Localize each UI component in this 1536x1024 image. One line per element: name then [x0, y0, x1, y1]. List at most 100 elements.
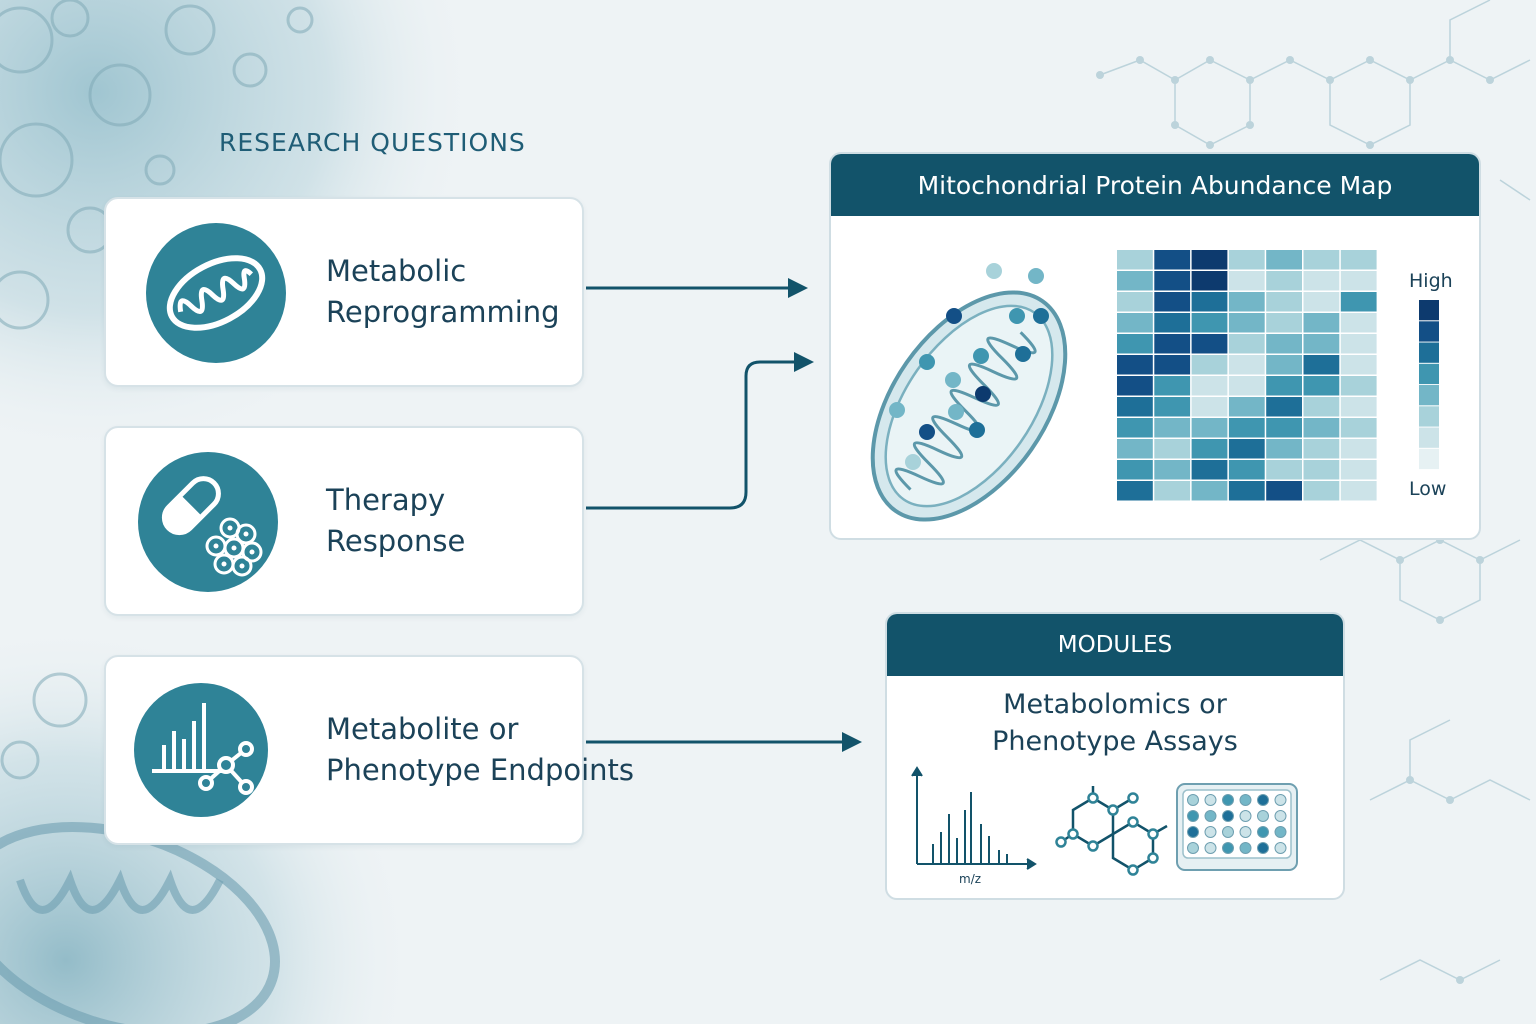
cell-bubbles-decoration — [0, 0, 314, 780]
heatmap-cell — [1191, 439, 1228, 459]
modules-panel: MODULES Metabolomics or Phenotype Assays — [885, 612, 1345, 900]
protein-dot — [948, 404, 964, 420]
well — [1187, 794, 1199, 806]
heatmap-cell — [1340, 292, 1377, 312]
heatmap-cell — [1191, 481, 1228, 501]
protein-dots — [889, 263, 1049, 470]
heatmap-cell — [1340, 355, 1377, 375]
heatmap-cell — [1340, 418, 1377, 438]
heatmap-cell — [1117, 313, 1153, 333]
heatmap-cell — [1228, 397, 1265, 417]
heatmap-cell — [1154, 439, 1191, 459]
heatmap-cell — [1266, 439, 1302, 459]
heatmap-cell — [1340, 271, 1377, 291]
modules-title-line-1: Metabolomics or — [1003, 689, 1227, 720]
heatmap-cell — [1117, 292, 1153, 312]
question-card-therapy-response: Therapy Response — [104, 426, 584, 616]
protein-dot — [945, 372, 961, 388]
mitochondrion-icon — [146, 223, 286, 363]
heatmap-cell — [1340, 334, 1377, 354]
pill-cells-icon — [138, 452, 278, 592]
heatmap-legend-bar — [1419, 300, 1439, 470]
heatmap-cell — [1228, 250, 1265, 270]
heatmap-cell — [1228, 481, 1265, 501]
heatmap-cell — [1191, 313, 1228, 333]
heatmap-cell — [1154, 397, 1191, 417]
heatmap-cell — [1117, 481, 1153, 501]
modules-title-line-2: Phenotype Assays — [992, 726, 1238, 757]
well — [1257, 826, 1269, 838]
section-label: RESEARCH QUESTIONS — [219, 128, 526, 157]
question-card-metabolic-reprogramming: Metabolic Reprogramming — [104, 197, 584, 387]
well — [1274, 826, 1287, 838]
heatmap-cell — [1117, 334, 1153, 354]
legend-swatch — [1419, 406, 1439, 427]
modules-panel-header: MODULES — [887, 614, 1343, 676]
heatmap-cell — [1340, 376, 1377, 396]
well — [1187, 810, 1199, 822]
heatmap-cell — [1266, 355, 1302, 375]
protein-dot — [919, 424, 935, 440]
heatmap-cell — [1117, 250, 1153, 270]
heatmap-cell — [1117, 355, 1153, 375]
heatmap-cell — [1154, 355, 1191, 375]
heatmap-cell — [1228, 292, 1265, 312]
legend-low-label: Low — [1409, 478, 1447, 500]
protein-dot — [1015, 346, 1031, 362]
heatmap-cell — [1191, 271, 1228, 291]
heatmap-cell — [1191, 397, 1228, 417]
well — [1257, 842, 1269, 854]
mass-spectrum-icon — [911, 766, 1037, 870]
question-title-line-1: Therapy — [326, 483, 446, 517]
heatmap-cell — [1191, 376, 1228, 396]
protein-dot — [969, 422, 985, 438]
heatmap-cell — [1340, 481, 1377, 501]
heatmap-cell — [1340, 460, 1377, 480]
heatmap-cell — [1266, 271, 1302, 291]
heatmap-cell — [1154, 292, 1191, 312]
well — [1239, 794, 1252, 806]
heatmap-cell — [1303, 439, 1340, 459]
protein-dot — [919, 354, 935, 370]
well — [1204, 794, 1217, 806]
legend-swatch — [1419, 321, 1439, 342]
heatmap-cell — [1266, 250, 1302, 270]
heatmap-cell — [1266, 460, 1302, 480]
heatmap-grid — [1117, 250, 1377, 501]
heatmap-cell — [1191, 292, 1228, 312]
heatmap-cell — [1266, 418, 1302, 438]
heatmap-cell — [1340, 250, 1377, 270]
well — [1239, 842, 1252, 854]
heatmap-cell — [1154, 418, 1191, 438]
legend-swatch — [1419, 363, 1439, 385]
heatmap-cell — [1303, 271, 1340, 291]
heatmap-cell — [1228, 418, 1265, 438]
heatmap-cell — [1303, 460, 1340, 480]
legend-swatch — [1419, 448, 1439, 470]
heatmap-cell — [1266, 397, 1302, 417]
well — [1239, 810, 1252, 822]
heatmap-cell — [1191, 250, 1228, 270]
map-panel-title: Mitochondrial Protein Abundance Map — [831, 154, 1479, 216]
question-title-line-1: Metabolite or — [326, 712, 519, 746]
question-title-line-2: Reprogramming — [326, 295, 560, 329]
well — [1187, 826, 1199, 838]
heatmap-cell — [1154, 271, 1191, 291]
legend-swatch — [1419, 427, 1439, 448]
heatmap-cell — [1228, 313, 1265, 333]
protein-dot — [946, 308, 962, 324]
heatmap-cell — [1303, 250, 1340, 270]
heatmap-cell — [1117, 376, 1153, 396]
well — [1204, 842, 1217, 854]
well — [1274, 794, 1287, 806]
heatmap-cell — [1228, 271, 1265, 291]
arrow-therapy-to-map — [586, 360, 796, 510]
heatmap-cell — [1266, 376, 1302, 396]
legend-high-label: High — [1409, 270, 1453, 292]
well — [1257, 794, 1269, 806]
heatmap-cell — [1303, 313, 1340, 333]
heatmap-cell — [1303, 376, 1340, 396]
heatmap-cell — [1154, 250, 1191, 270]
heatmap-cell — [1154, 376, 1191, 396]
